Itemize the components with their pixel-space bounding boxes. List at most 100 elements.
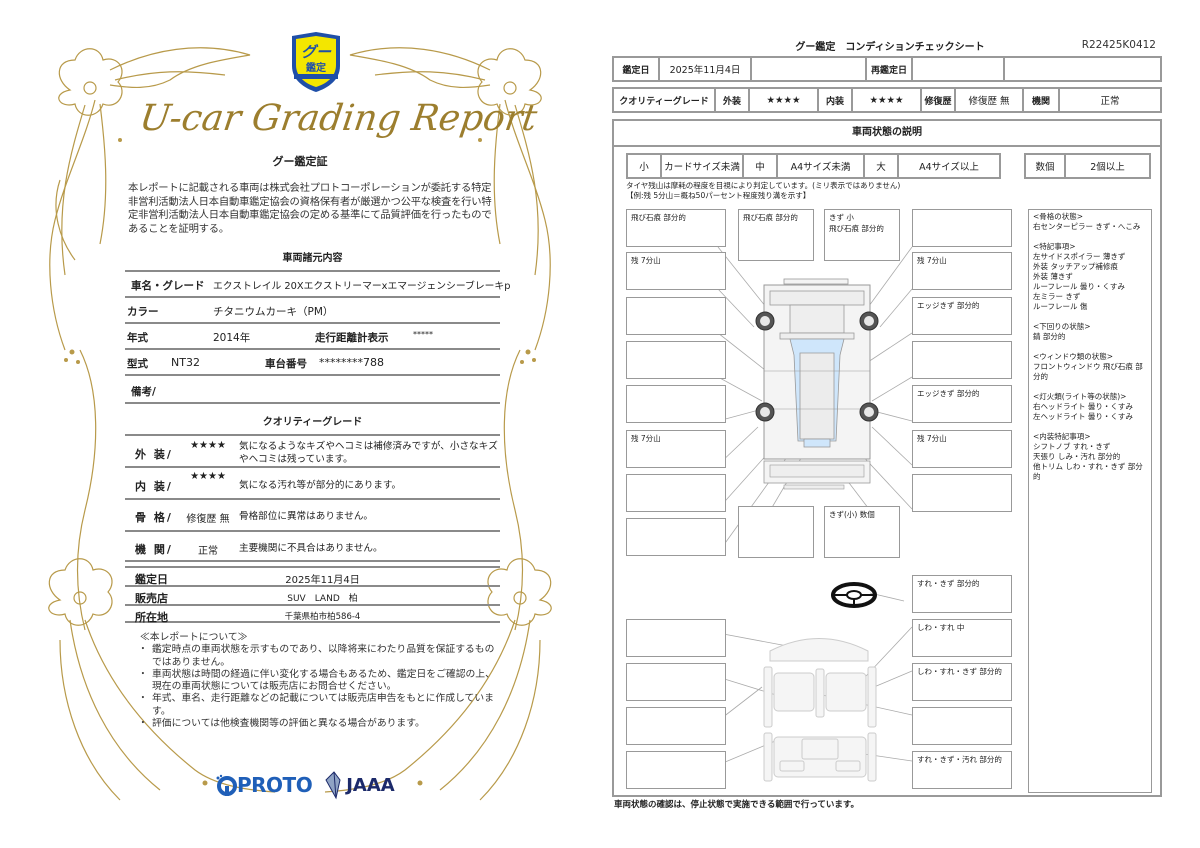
comment-box-interior-right-3 [912, 707, 1012, 745]
year-value: 2014年 [213, 332, 251, 344]
legend-large: 大 [865, 155, 899, 177]
grade-label-engine: 機 関/ [135, 543, 173, 556]
inspection-date-value: 2025年11月4日 [285, 575, 360, 586]
comment-box-left-7 [626, 518, 726, 556]
address-value: 千葉県柏市柏586-4 [284, 612, 361, 622]
report-notes: ≪本レポートについて≫ 鑑定時点の車両状態を示すものであり、以降将来にわたり品質… [138, 632, 500, 731]
vehicle-spec-table: 車名・グレード エクストレイル 20Xエクストリーマーxエマージェンシーブレーキ… [125, 270, 510, 404]
reinspect-value [913, 58, 1005, 80]
inspection-info-table: 鑑定日 2025年11月4日 販売店 SUV LAND 柏 所在地 千葉県柏市柏… [125, 566, 500, 624]
comment-box-tire-rear-right: 残 7分山 [912, 430, 1012, 468]
report-id: R22425K0412 [1081, 39, 1156, 51]
steering-wheel-icon [831, 582, 877, 608]
certificate-subtitle: グー鑑定証 [272, 155, 328, 168]
jaaa-logo: JAAA [324, 770, 395, 800]
comment-box-interior-right-4: すれ・きず・汚れ 部分的 [912, 751, 1012, 789]
comment-box-interior-right-1: しわ・すれ 中 [912, 619, 1012, 657]
note-item: 年式、車名、走行距離などの記載については販売店申告をもとに作成しています。 [138, 693, 500, 718]
comment-box-interior-left-3 [626, 707, 726, 745]
info-row-shop: 販売店 SUV LAND 柏 [125, 585, 500, 605]
date-value: 2025年11月4日 [660, 58, 752, 80]
spec-row-remarks: 備考/ [125, 374, 500, 404]
quality-grade-label: クオリティーグレード [614, 89, 716, 111]
grade-stars-interior: ★★★★ [190, 471, 226, 482]
jaaa-logo-text: JAAA [346, 774, 395, 796]
info-row-date: 鑑定日 2025年11月4日 [125, 566, 500, 586]
interior-stars: ★★★★ [853, 89, 922, 111]
shop-value: SUV LAND 柏 [287, 594, 358, 604]
grade-desc-frame: 骨格部位に異常はありません。 [239, 511, 374, 522]
mileage-label: 走行距離計表示 [315, 332, 389, 344]
spec-row-color: カラー チタニウムカーキ（PM） [125, 296, 500, 322]
grade-row-exterior: 外 装/ ★★★★ 気になるようなキズやヘコミは補修済みですが、小さなキズやヘコ… [125, 434, 500, 466]
damage-size-legend: 小 カードサイズ未満 中 A4サイズ未満 大 A4サイズ以上 [626, 153, 1001, 179]
comment-box-front-bumper: きず 小 飛び石痕 部分的 [824, 209, 900, 261]
legend-large-desc: A4サイズ以上 [919, 162, 979, 173]
grade-label-frame: 骨 格/ [135, 511, 173, 524]
vehicle-state-heading: 車両状態の説明 [614, 121, 1160, 147]
comment-box-interior-left-4 [626, 751, 726, 789]
quality-grade-table: 外 装/ ★★★★ 気になるようなキズやヘコミは補修済みですが、小さなキズやヘコ… [125, 434, 500, 562]
blank-cell [1005, 58, 1160, 80]
color-label: カラー [127, 306, 159, 318]
proto-logo: PROTO [215, 773, 313, 797]
goo-kantei-badge-icon: グー 鑑定 [292, 32, 340, 92]
svg-text:グー: グー [301, 43, 332, 61]
report-title: U-car Grading Report [137, 98, 540, 139]
comment-box-hood: 飛び石痕 部分的 [738, 209, 814, 261]
interior-label: 内装 [819, 89, 853, 111]
date-label: 鑑定日 [614, 58, 660, 80]
grade-value-frame: 修復歴 無 [186, 514, 230, 525]
comment-box-right-4: エッジきず 部分的 [912, 385, 1012, 423]
quality-grade-heading: クオリティーグレード [262, 417, 363, 428]
model-value: NT32 [171, 356, 200, 369]
tire-note-line: タイヤ残山は摩耗の程度を目視により判定しています。(ミリ表示ではありません) [626, 181, 901, 190]
year-label: 年式 [127, 332, 148, 344]
grade-label-exterior: 外 装/ [135, 448, 173, 461]
condition-check-sheet: グー鑑定 コンディションチェックシート R22425K0412 鑑定日 2025… [600, 0, 1200, 848]
car-interior-view-icon [763, 638, 877, 782]
proto-logo-text: PROTO [237, 773, 313, 797]
car-top-view-icon [755, 278, 879, 490]
legend-medium: 中 [744, 155, 778, 177]
engine-label: 機関 [1024, 89, 1060, 111]
legend-small: 小 [628, 155, 662, 177]
notes-heading: ≪本レポートについて≫ [140, 632, 248, 643]
quality-grade-row: クオリティーグレード 外装 ★★★★ 内装 ★★★★ 修復歴 修復歴 無 機関 … [612, 87, 1162, 113]
sheet-footer-note: 車両状態の確認は、停止状態で実施できる範囲で行っています。 [614, 800, 860, 810]
info-row-address: 所在地 千葉県柏市柏586-4 [125, 604, 500, 624]
legend-several-desc: 2個以上 [1090, 162, 1125, 173]
repair-history-value: 修復歴 無 [956, 89, 1024, 111]
inspection-date-row: 鑑定日 2025年11月4日 再鑑定日 [612, 56, 1162, 82]
grade-row-engine: 機 関/ 正常 主要機関に不具合はありません。 [125, 530, 500, 562]
certificate-intro-text: 本レポートに記載される車両は株式会社プロトコーポレーションが委託する特定非営利活… [128, 182, 492, 235]
comment-box-tire-rear-left: 残 7分山 [626, 430, 726, 468]
damage-count-legend: 数個 2個以上 [1024, 153, 1151, 179]
note-item: 車両状態は時間の経過に伴い変化する場合もあるため、鑑定日をご確認の上、現在の車両… [138, 669, 500, 694]
engine-value: 正常 [1100, 96, 1120, 107]
shop-label: 販売店 [135, 592, 168, 605]
note-item: 鑑定時点の車両状態を示すものであり、以降将来にわたり品質を保証するものではありま… [138, 644, 500, 669]
note-item: 評価については他検査機関等の評価と異なる場合があります。 [138, 718, 500, 731]
comment-box-tire-front-left: 残 7分山 [626, 252, 726, 290]
comment-box-right-2: エッジきず 部分的 [912, 297, 1012, 335]
mileage-value: ***** [413, 330, 433, 339]
inspection-date-label: 鑑定日 [135, 573, 168, 586]
comment-box-left-4 [626, 385, 726, 423]
comment-box-left-3 [626, 341, 726, 379]
color-value: チタニウムカーキ（PM） [213, 306, 334, 318]
chassis-value: ********788 [319, 356, 384, 369]
name-grade-label: 車名・グレード [131, 280, 205, 292]
grade-desc-engine: 主要機関に不具合はありません。 [239, 543, 383, 554]
repair-history-label: 修復歴 [922, 89, 956, 111]
grade-row-interior: 内 装/ ★★★★ 気になる汚れ等が部分的にあります。 [125, 466, 500, 498]
comment-box-left-6 [626, 474, 726, 512]
spec-row-name-grade: 車名・グレード エクストレイル 20Xエクストリーマーxエマージェンシーブレーキ… [125, 270, 510, 296]
comment-box-left-2 [626, 297, 726, 335]
grade-desc-exterior: 気になるようなキズやヘコミは補修済みですが、小さなキズやヘコミは残っています。 [239, 441, 498, 465]
legend-several: 数個 [1026, 155, 1066, 177]
tire-note-example: 【例:残 5分山＝概ね50パーセント程度残り溝を示す】 [626, 191, 811, 200]
condition-remarks: <骨格の状態> 右センターピラー きず・へこみ <特記事項> 左サイドスポイラー… [1028, 209, 1152, 793]
remarks-label: 備考/ [131, 386, 156, 398]
chassis-label: 車台番号 [265, 358, 307, 370]
